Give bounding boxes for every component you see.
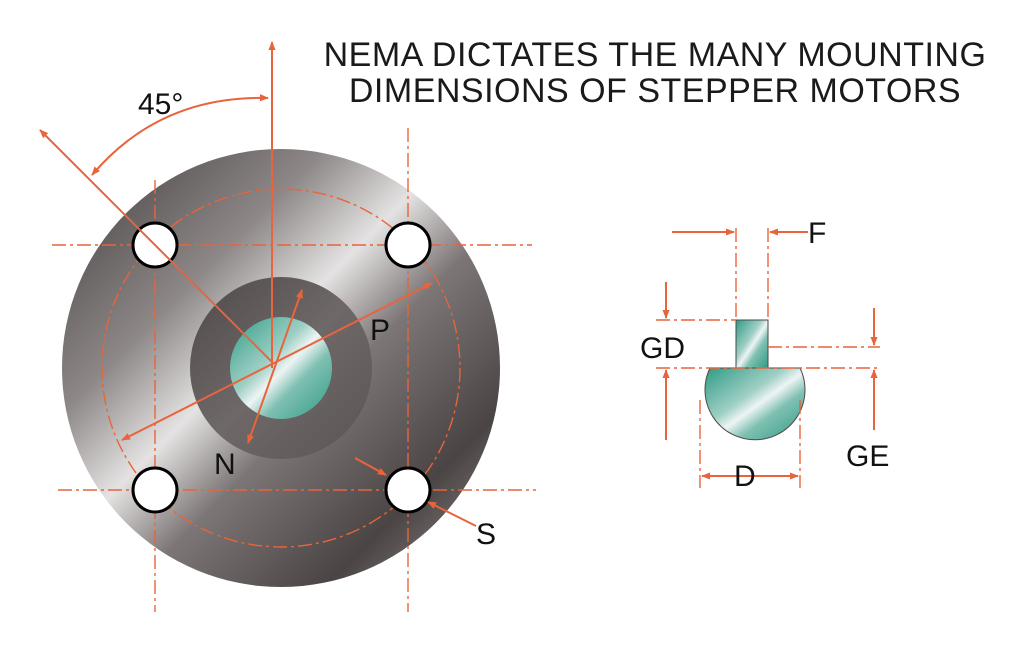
label-f: F bbox=[808, 217, 826, 250]
mounting-hole-top-right bbox=[384, 221, 432, 269]
flange-view bbox=[39, 41, 536, 612]
mounting-hole-bottom-left bbox=[131, 466, 179, 514]
s-leader-lower bbox=[427, 501, 477, 527]
label-d: D bbox=[734, 460, 756, 493]
n-dimension-arrow bbox=[247, 289, 303, 444]
bolt-circle bbox=[101, 188, 461, 548]
label-s: S bbox=[476, 518, 496, 551]
mounting-hole-bottom-right bbox=[384, 466, 432, 514]
motor-shaft bbox=[230, 317, 332, 419]
title-line-2: DIMENSIONS OF STEPPER MOTORS bbox=[349, 72, 961, 110]
shaft-key bbox=[735, 319, 769, 369]
label-p: P bbox=[370, 314, 390, 347]
title-line-1: NEMA DICTATES THE MANY MOUNTING bbox=[324, 36, 987, 74]
s-leader-upper bbox=[354, 457, 387, 476]
angle-arc bbox=[91, 94, 269, 176]
label-ge: GE bbox=[846, 440, 889, 473]
label-gd: GD bbox=[640, 332, 685, 365]
label-n: N bbox=[214, 448, 236, 481]
shaft-detail bbox=[656, 228, 880, 488]
shaft-cross-section bbox=[704, 367, 806, 441]
label-45-degrees: 45° bbox=[138, 88, 183, 121]
